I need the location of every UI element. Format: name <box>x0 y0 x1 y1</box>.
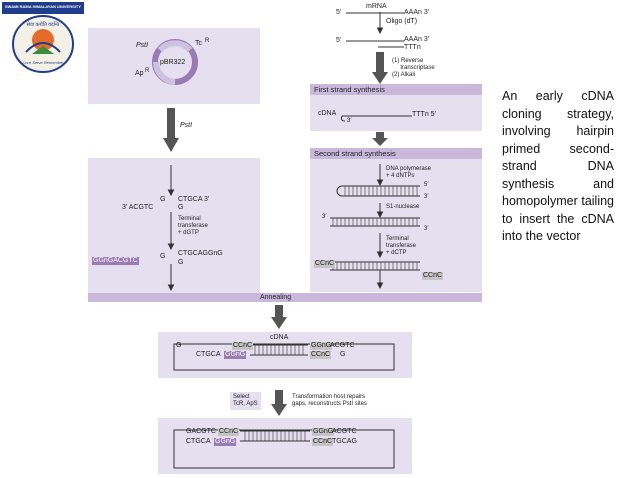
final-r-top: ACGTC <box>332 428 357 435</box>
first-strand-cdna <box>340 115 412 122</box>
university-logo: SWAMI RAMA HIMALAYAN UNIVERSITY सेवा करो… <box>2 2 84 74</box>
select-box: Select TcR, ApS <box>230 392 261 410</box>
second-strand-header: Second strand synthesis <box>310 148 482 159</box>
terminal-transferase-dctp: Terminal transferase + dCTP <box>386 236 417 256</box>
mrna-five: 5′ <box>336 9 342 16</box>
final-r-box-top: GGnG <box>312 428 335 436</box>
s1-nuclease-label: S1-nuclease <box>386 204 420 210</box>
tc-label: Tc <box>195 40 202 47</box>
tail-bot-left: GGnGACGTC <box>92 257 139 265</box>
cut-enzyme-label: PstI <box>180 122 193 129</box>
terminal-transferase-dgtp: Terminal transferase + dGTP <box>178 216 209 236</box>
final-r-box-bot: CCnC <box>312 438 334 446</box>
logo-org-text: SWAMI RAMA HIMALAYAN UNIVERSITY <box>4 4 81 9</box>
tail-bot-g: G <box>178 259 184 266</box>
hairpin-2 <box>330 217 420 227</box>
second-strand-panel <box>310 148 482 292</box>
oligo-ttt: TTTn <box>404 44 421 51</box>
down-arrows <box>163 52 388 416</box>
final-cdna <box>240 430 310 442</box>
final-r-bot: TGCAG <box>332 438 357 445</box>
first-cdna-label: cDNA <box>318 110 337 117</box>
plasmid-label: pBR322 <box>160 59 186 66</box>
ccn-left: CCnC <box>314 260 336 268</box>
recombinant-cdna <box>250 344 308 356</box>
seq-top-right: CTGCA 3′ <box>178 196 210 203</box>
final-l-box-bot: GGnG <box>214 438 237 446</box>
hairpin-1 <box>336 185 420 197</box>
vector-cut-panel <box>88 158 260 294</box>
rec-cdna-label: cDNA <box>270 334 289 341</box>
seq-bot-left: 3′ ACGTC <box>122 204 154 211</box>
ss-five: 5′ <box>424 182 429 188</box>
thin-arrows <box>167 12 384 292</box>
tc-r-label: R <box>205 38 210 44</box>
final-l-bot: CTGCA <box>186 438 211 445</box>
mrna-five-2: 5′ <box>336 37 342 44</box>
seq-bot-g: G <box>178 204 184 211</box>
ss-three-b: 3′ <box>322 214 327 220</box>
tail-top-right: CTGCAGGnG <box>178 250 223 257</box>
plasmid-tc-arc <box>157 40 193 53</box>
hairpin-3 <box>330 261 420 271</box>
seq-top-g: G <box>160 196 166 203</box>
mrna-label: mRNA <box>366 3 387 10</box>
first-strand-header: First strand synthesis <box>310 84 482 95</box>
logo-motto: सेवा करोति वदन्ति <box>26 22 60 28</box>
figure-caption: An early cDNA cloning strategy, involvin… <box>502 89 614 243</box>
rt-label: (1) Reverse transcriptase (2) Alkali <box>392 58 435 78</box>
rec-l-bot: CTGCA <box>196 351 221 358</box>
rec-r-box-bot: CCnC <box>310 351 332 359</box>
logo-emblem-icon <box>2 2 84 73</box>
oligo-label: Oligo (dT) <box>386 18 418 25</box>
first-tttn: TTTn 5′ <box>412 111 436 118</box>
rec-r-top: ACGTC <box>330 342 355 349</box>
rec-l-box-bot: GGnG <box>224 351 247 359</box>
annealing-label: Annealing <box>260 294 292 301</box>
rec-r-box-top: GGnG <box>310 342 333 350</box>
annealing-bar <box>88 293 482 302</box>
rec-r-bot: G <box>340 351 346 358</box>
tail-top-g: G <box>160 253 166 260</box>
pst-label: PstI <box>136 42 149 49</box>
mrna-aaa-2: AAAn 3′ <box>404 36 430 43</box>
ap-label: Ap <box>135 70 144 77</box>
repair-label: Transformation host repairs gaps, recons… <box>292 394 368 407</box>
ss-three: 3′ <box>424 194 429 200</box>
ap-r-label: R <box>145 68 150 74</box>
ss-three-c: 3′ <box>424 226 429 232</box>
logo-script-text: Love Serve Remember <box>22 60 64 65</box>
final-l-box-top: CCnC <box>218 428 240 436</box>
recombinant-loop <box>173 343 395 371</box>
rec-l-top: G <box>176 342 182 349</box>
dna-polymerase-label: DNA polymerase + 4 dNTPs <box>386 166 432 179</box>
final-l-top: GACGTC <box>186 428 216 435</box>
rec-l-box-top: CCnC <box>232 342 254 350</box>
first-three: 3′ <box>347 118 352 124</box>
mrna-aaa: AAAn 3′ <box>404 9 430 16</box>
plasmid-ap-arc <box>152 61 176 85</box>
final-panel <box>158 418 412 474</box>
ccn-right: CCnC <box>422 272 444 280</box>
final-loop <box>173 429 395 469</box>
